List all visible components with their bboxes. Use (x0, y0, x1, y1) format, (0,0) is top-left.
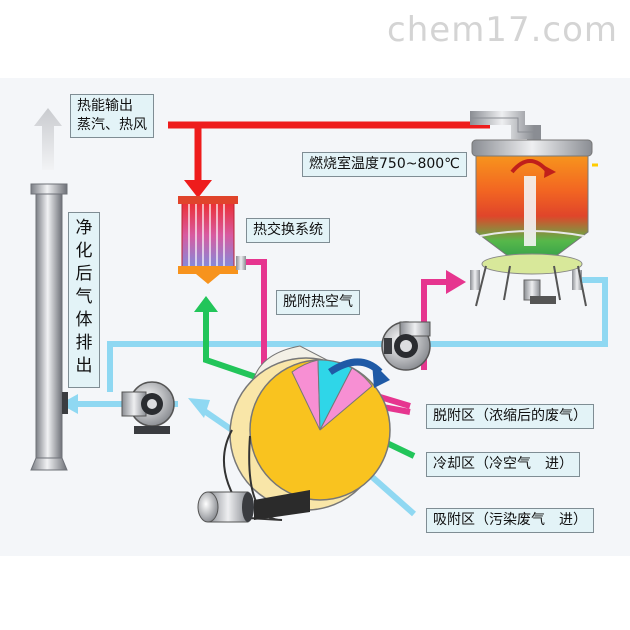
cooling-up-arrow-icon (194, 296, 218, 312)
fan-icon (381, 321, 431, 371)
exhaust-char: 后 (75, 264, 93, 284)
desorb-arrow-icon (446, 270, 466, 294)
desorb-zone-label: 脱附区（浓缩后的废气） (426, 404, 594, 429)
exhaust-char: 出 (75, 356, 93, 376)
rotor-wheel (222, 345, 391, 521)
fan-icon (121, 381, 175, 434)
heat-exchanger (178, 196, 246, 284)
up-arrow-icon (34, 108, 62, 170)
exhaust-char: 化 (75, 241, 93, 261)
exhaust-char: 排 (75, 333, 93, 353)
heat-output-line2: 蒸汽、热风 (77, 117, 147, 133)
heat-pipes (168, 121, 490, 182)
heat-output-label: 热能输出 蒸汽、热风 (70, 94, 154, 138)
watermark: chem17.com (387, 10, 618, 50)
combustion-chamber (470, 111, 598, 307)
exhaust-char: 体 (75, 310, 93, 330)
cooling-zone-label: 冷却区（冷空气 进） (426, 452, 580, 477)
combustion-label: 燃烧室温度750~800℃ (302, 152, 467, 177)
heat-output-line1: 热能输出 (77, 98, 133, 114)
heat-down-arrow-icon (184, 180, 212, 198)
chimney (30, 183, 68, 471)
exhaust-char: 净 (75, 218, 93, 238)
exhaust-arrow-icon (60, 394, 78, 414)
motor-icon (197, 490, 310, 523)
adsorb-zone-label: 吸附区（污染废气 进） (426, 508, 594, 533)
desorb-air-label: 脱附热空气 (276, 290, 360, 315)
exhaust-vertical-label: 净 化 后 气 体 排 出 (68, 212, 100, 388)
heat-exchange-label: 热交换系统 (246, 218, 330, 243)
rotation-arrow-head-icon (372, 362, 390, 388)
exhaust-char: 气 (75, 287, 93, 307)
